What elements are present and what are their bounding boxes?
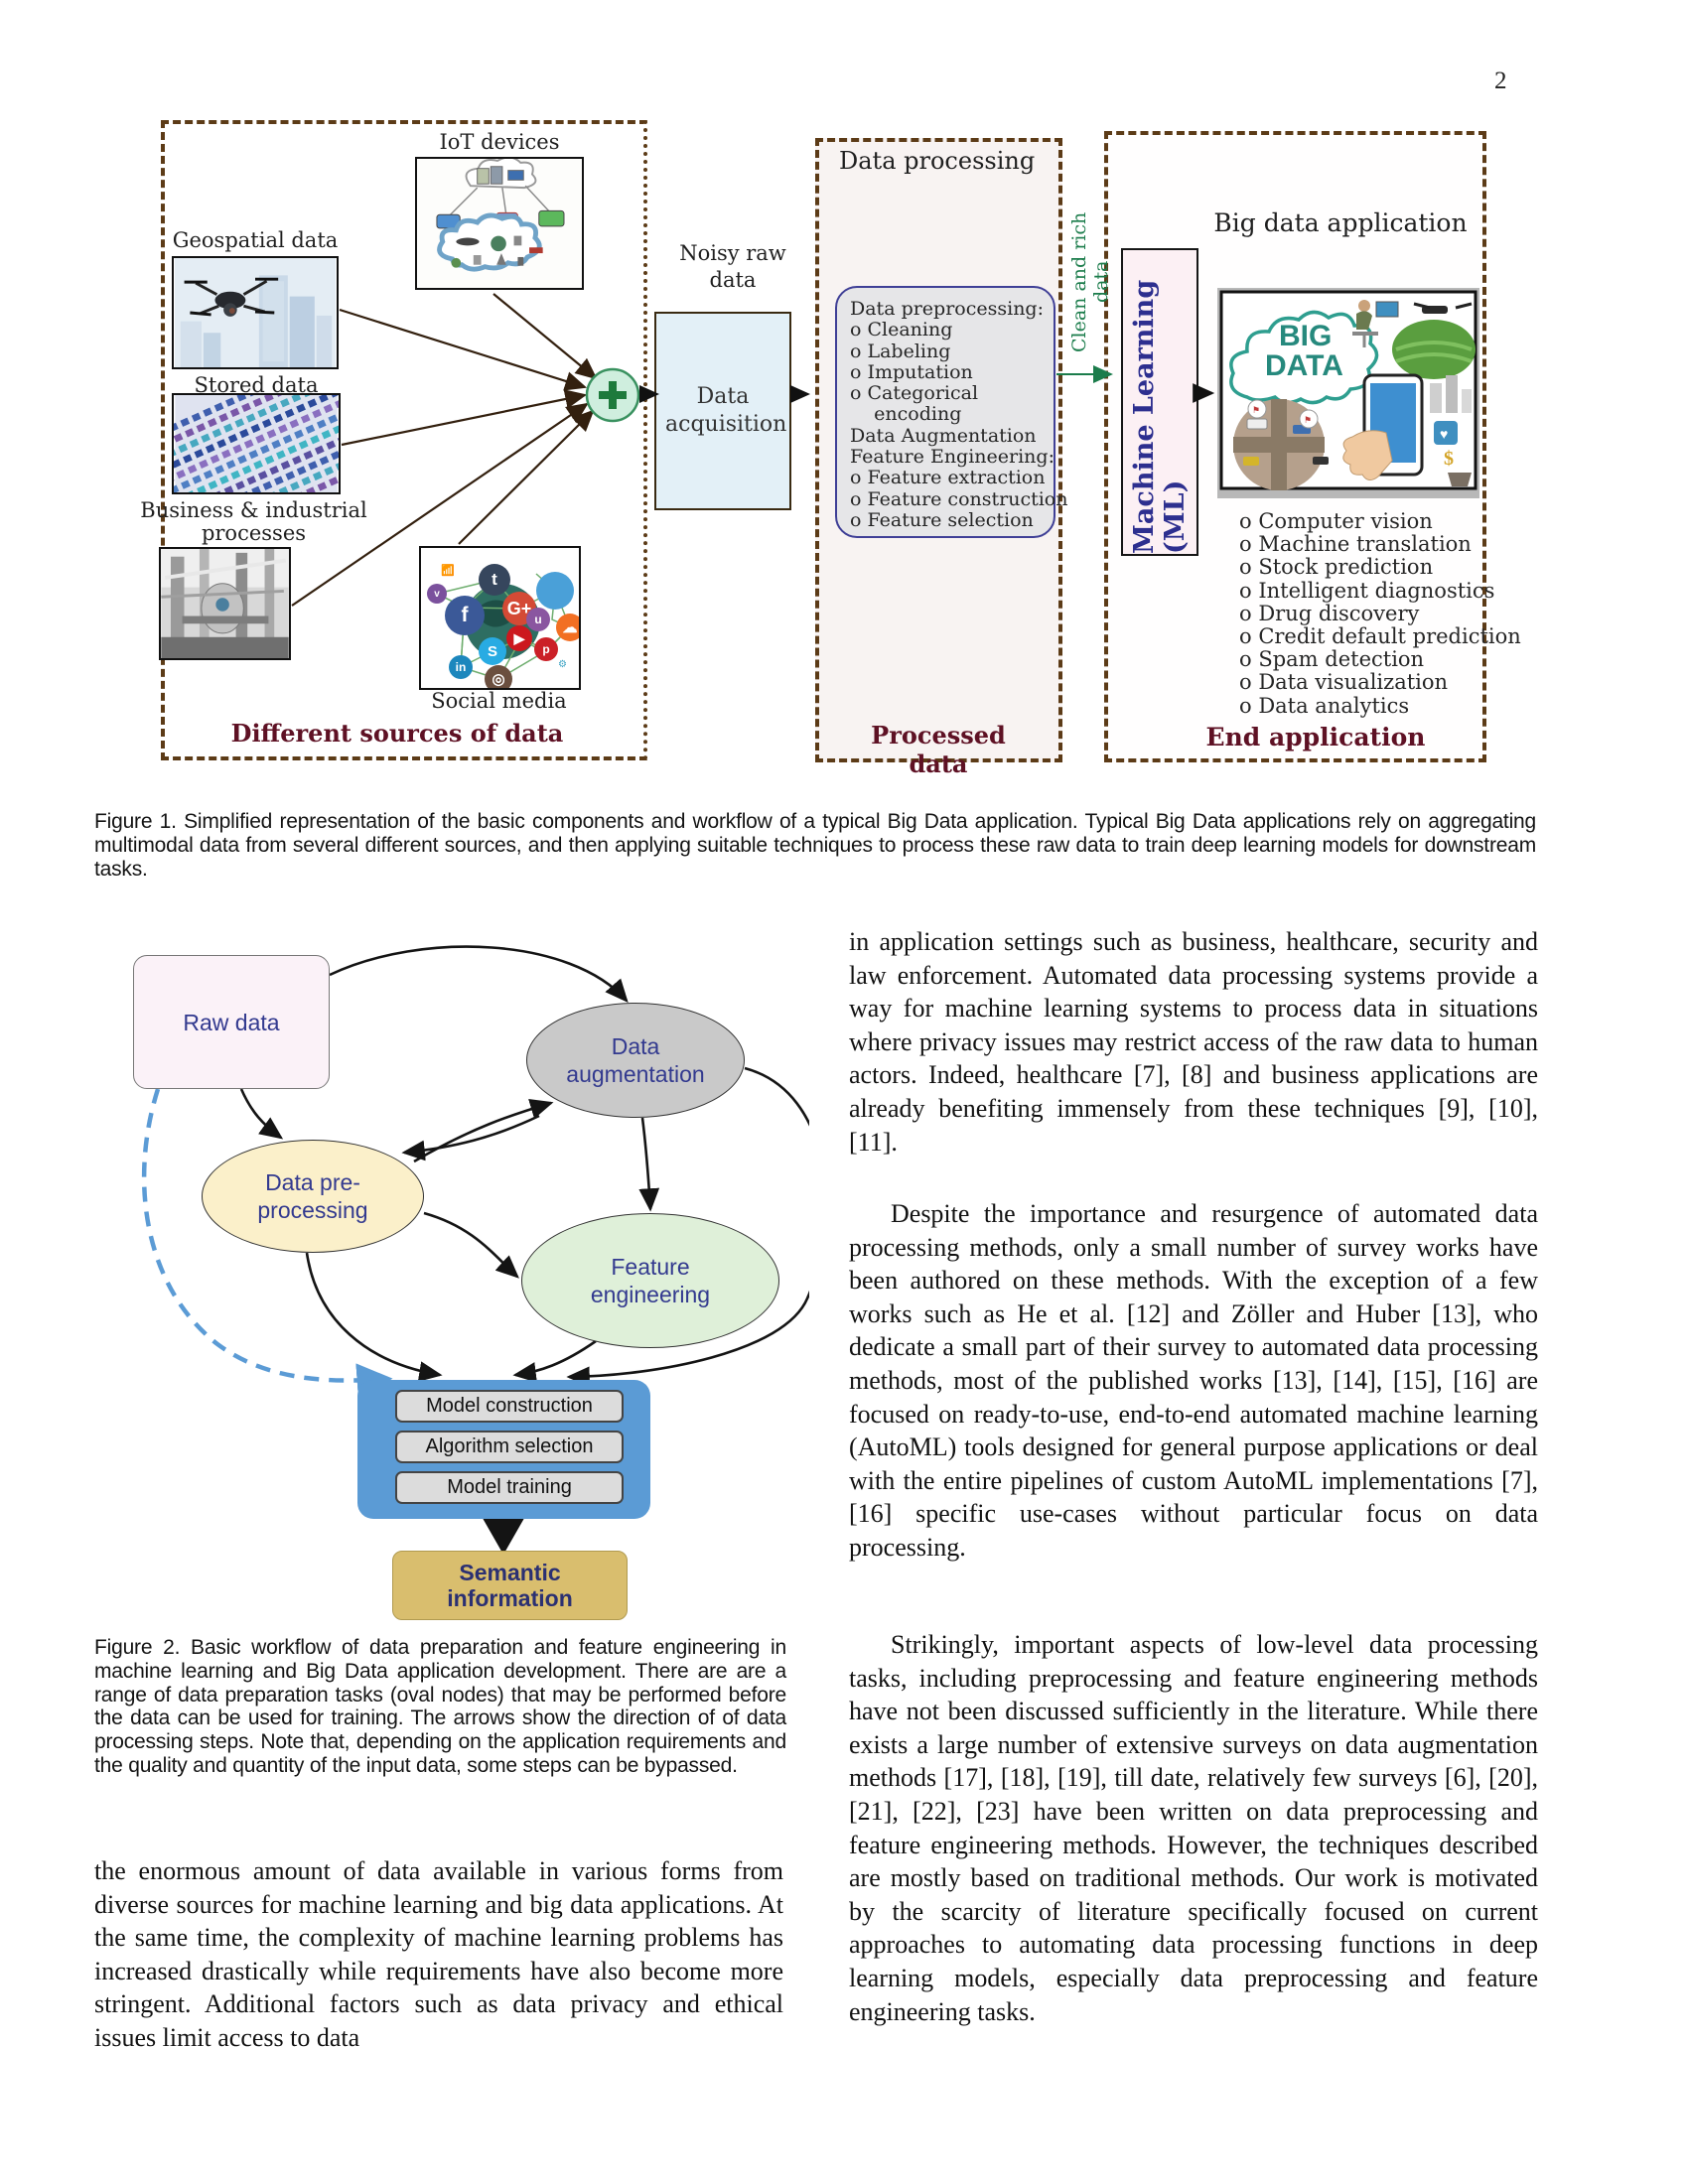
svg-text:⚑: ⚑	[1304, 415, 1312, 425]
arrow-preprocessing-to-augmentation	[413, 1099, 554, 1163]
coffee-cup-icon	[1448, 473, 1472, 486]
preprocessing-step: o Feature extraction	[850, 467, 1046, 489]
hand-phone-icon	[1342, 373, 1424, 480]
data-acquisition-label: Data acquisition	[665, 384, 787, 437]
data-preprocessing-node: Data pre-processing	[202, 1140, 424, 1253]
feature-engineering-node: Feature engineering	[521, 1213, 779, 1348]
svg-text:⚑: ⚑	[1252, 405, 1260, 415]
skype-icon: S	[479, 637, 506, 665]
preprocessing-step: o Feature construction	[850, 487, 1068, 510]
data-acquisition-box: Data acquisition	[654, 312, 791, 510]
person-computer-icon	[1352, 300, 1399, 347]
preprocessing-step: encoding	[850, 403, 962, 426]
model-construction-box: Model construction	[395, 1390, 624, 1423]
data-augmentation-node: Data augmentation	[526, 1003, 745, 1118]
messenger-icon: u	[526, 608, 550, 631]
twitter-icon	[536, 572, 574, 610]
preprocessing-step: Feature Engineering:	[850, 446, 1055, 469]
big-word: BIG	[1279, 320, 1332, 352]
preprocessing-step: o Feature selection	[850, 508, 1034, 531]
drone-icon	[184, 277, 279, 317]
svg-text:📶: 📶	[441, 564, 455, 577]
machine-learning-box: Machine Learning (ML)	[1121, 248, 1198, 556]
algorithm-selection-box: Algorithm selection	[395, 1431, 624, 1463]
arrow-preprocessing-to-model	[305, 1252, 443, 1382]
application-item: o Credit default prediction	[1239, 624, 1521, 649]
preprocessing-step: Data Augmentation	[850, 424, 1037, 447]
city-chart-icon: ♥ $	[1430, 375, 1472, 486]
application-item: o Spam detection	[1239, 647, 1425, 672]
iot-devices-label: IoT devices	[439, 130, 560, 154]
figure2-caption: Figure 2. Basic workflow of data prepara…	[94, 1636, 786, 1777]
right-column-paragraph-1: in application settings such as business…	[849, 927, 1538, 1157]
noisy-raw-data-label: Noisy raw data	[679, 241, 786, 292]
sources-box	[161, 120, 647, 760]
geospatial-label: Geospatial data	[172, 228, 339, 252]
big-data-application-title: Big data application	[1213, 208, 1468, 237]
geospatial-image	[172, 256, 339, 369]
right-column-paragraph-3: Strikingly, important aspects of low-lev…	[849, 1630, 1538, 2026]
soundcloud-icon: ☁	[556, 614, 579, 641]
preprocessing-step: o Cleaning	[850, 319, 953, 341]
facebook-icon: f	[445, 596, 485, 635]
preprocessing-step: o Imputation	[850, 360, 973, 383]
pipe-icon	[170, 556, 185, 658]
arrow-preprocessing-to-feature	[423, 1211, 519, 1279]
arrow-augmentation-to-preprocessing	[401, 1114, 540, 1161]
machine-learning-label: Machine Learning (ML)	[1129, 279, 1191, 554]
tumblr-icon: t	[479, 564, 510, 596]
preprocessing-step: o Categorical	[850, 382, 979, 405]
end-application-label: End application	[1205, 723, 1426, 751]
agriculture-drone-icon	[1392, 302, 1476, 379]
application-item: o Intelligent diagnostics	[1239, 578, 1495, 603]
preprocessing-step: Data preprocessing:	[850, 298, 1045, 320]
processed-data-label: Processed data	[871, 721, 1006, 778]
big-data-collage-image: BIG DATA ⚑ ⚑	[1217, 288, 1479, 498]
business-industrial-image	[159, 547, 291, 660]
application-item: o Stock prediction	[1239, 555, 1434, 580]
semantic-information-node: Semantic information	[392, 1551, 628, 1620]
svg-text:⚙: ⚙	[558, 659, 567, 670]
application-item: o Data analytics	[1239, 693, 1410, 718]
left-column-paragraph: the enormous amount of data available in…	[94, 1856, 783, 2052]
iot-devices-image	[415, 157, 584, 290]
clean-rich-data-label: Clean and rich data	[1068, 211, 1112, 352]
device-icon	[538, 209, 565, 227]
arrow-augmentation-to-feature	[638, 1117, 660, 1212]
application-item: o Machine translation	[1239, 532, 1472, 557]
svg-text:$: $	[1444, 448, 1454, 470]
sources-box-label: Different sources of data	[230, 719, 564, 748]
youtube-icon: ▶	[506, 625, 532, 651]
arrow-raw-to-preprocessing	[239, 1088, 284, 1140]
figure1-caption: Figure 1. Simplified representation of t…	[94, 810, 1536, 881]
business-label: Business & industrial processes	[140, 498, 367, 545]
server-icon	[507, 170, 524, 181]
application-item: o Computer vision	[1239, 509, 1433, 533]
application-item: o Data visualization	[1239, 670, 1449, 695]
viber-icon: v	[427, 584, 447, 604]
right-column-paragraph-2: Despite the importance and resurgence of…	[849, 1199, 1538, 1562]
linkedin-icon: in	[449, 655, 473, 679]
arrow-feature-to-model	[512, 1339, 597, 1383]
arrow-raw-to-augmentation	[329, 945, 629, 1003]
svg-text:♥: ♥	[1440, 428, 1448, 443]
application-item: o Drug discovery	[1239, 601, 1420, 625]
raw-data-node: Raw data	[133, 955, 330, 1089]
data-processing-title: Data processing	[839, 147, 1036, 175]
page-number: 2	[1494, 68, 1507, 94]
preprocessing-step: o Labeling	[850, 340, 951, 362]
social-media-label: Social media	[431, 689, 567, 713]
traffic-intersection-icon: ⚑ ⚑	[1233, 399, 1329, 490]
heart-badge-icon	[1434, 421, 1458, 445]
stored-data-image	[172, 393, 341, 494]
data-word: DATA	[1265, 349, 1343, 382]
model-training-box: Model training	[395, 1471, 624, 1504]
instagram-icon: ◎	[485, 665, 512, 688]
cloud-icon	[437, 212, 542, 272]
pinterest-icon: p	[534, 637, 558, 661]
